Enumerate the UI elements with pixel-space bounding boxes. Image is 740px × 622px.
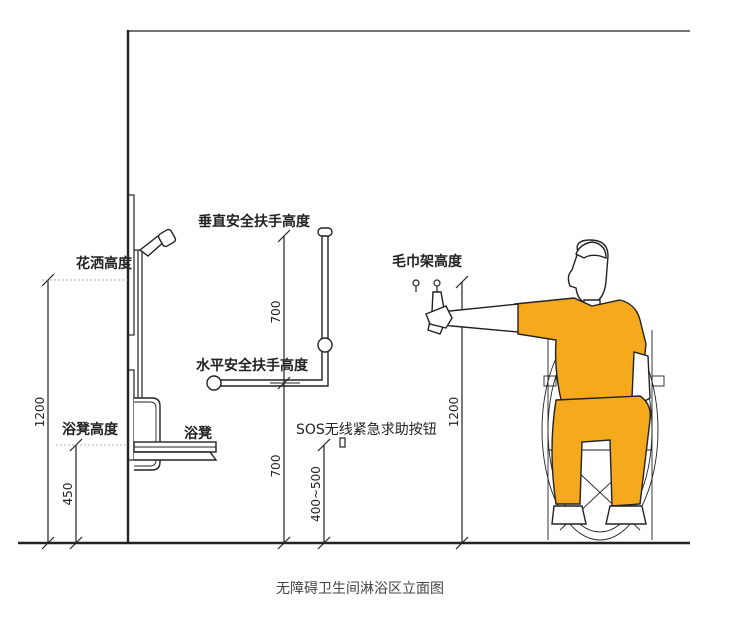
rail-dimension [270,229,300,550]
shower-height-value: 1200 [33,397,47,428]
l-grab-rail [206,227,333,391]
shower-height-label: 花洒高度 [76,255,133,272]
shower-dimension [41,273,128,550]
sos-range-value: 400~500 [309,466,323,522]
sos-button-icon [339,437,346,448]
sos-label: SOS无线紧急求助按钮 [296,422,437,438]
sos-dimension [317,438,331,550]
stool-label: 浴凳 [184,425,213,442]
vertical-rail-label: 垂直安全扶手高度 [198,213,311,230]
stool-height-value: 450 [61,483,75,506]
stool-dimension [56,438,128,550]
seated-person [425,239,651,525]
shower-stool [133,441,218,461]
diagram-caption: 无障碍卫生间淋浴区立面图 [276,581,444,597]
towel-rack-label: 毛巾架高度 [392,253,463,270]
horizontal-rail-label: 水平安全扶手高度 [196,357,309,374]
rail-upper-value: 700 [269,301,283,324]
rail-lower-value: 700 [269,455,283,478]
stool-height-label: 浴凳高度 [62,421,119,438]
towel-height-value: 1200 [447,397,461,428]
